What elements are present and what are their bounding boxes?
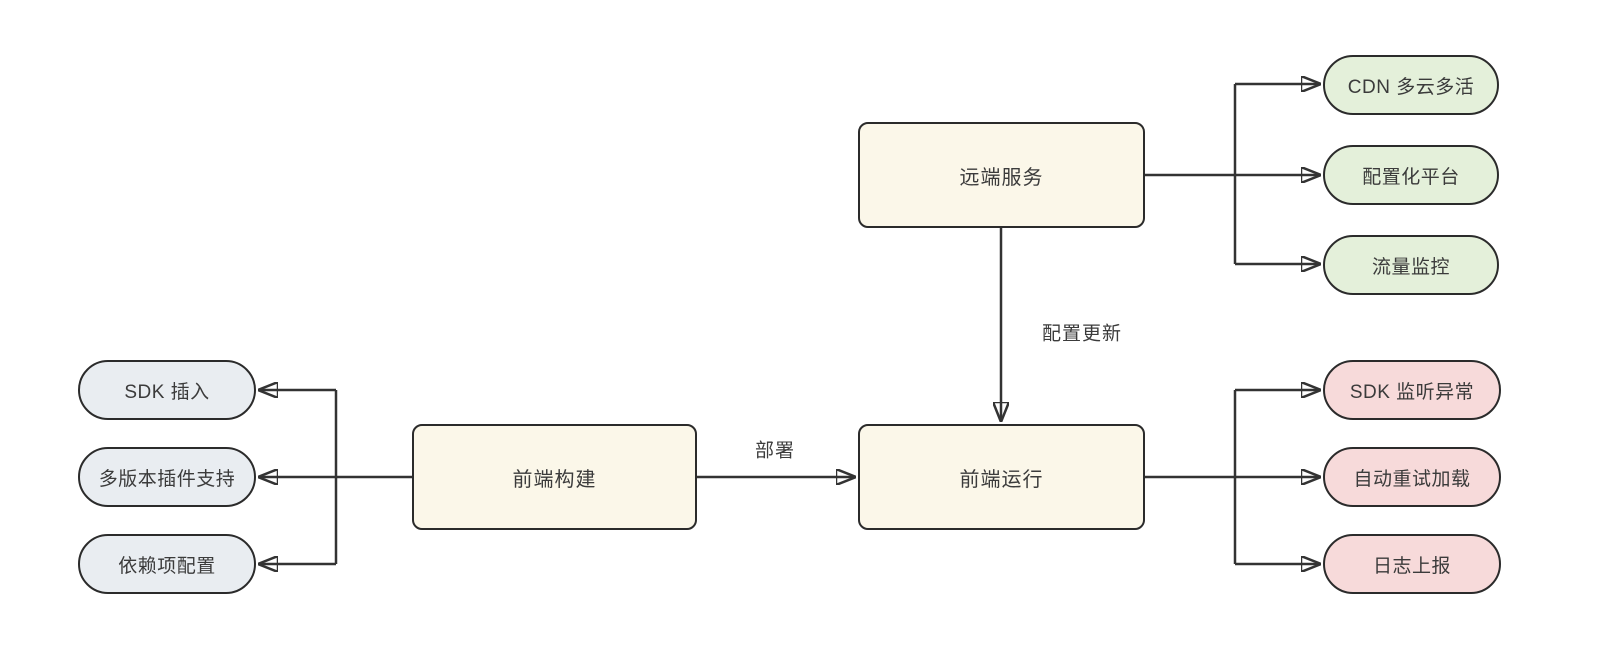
pill-traffic-monitor: 流量监控 xyxy=(1323,235,1499,295)
pill-multi-version-plugin: 多版本插件支持 xyxy=(78,447,256,507)
pill-log-report: 日志上报 xyxy=(1323,534,1501,594)
pill-dependency-config: 依赖项配置 xyxy=(78,534,256,594)
pill-auto-retry-load: 自动重试加载 xyxy=(1323,447,1501,507)
pill-config-platform: 配置化平台 xyxy=(1323,145,1499,205)
node-frontend-build: 前端构建 xyxy=(412,424,697,530)
pill-sdk-exception-listen: SDK 监听异常 xyxy=(1323,360,1501,420)
edge-label-config-update: 配置更新 xyxy=(1037,318,1127,346)
node-frontend-run: 前端运行 xyxy=(858,424,1145,530)
pill-sdk-insert: SDK 插入 xyxy=(78,360,256,420)
node-remote-service: 远端服务 xyxy=(858,122,1145,228)
pill-cdn-multi-cloud: CDN 多云多活 xyxy=(1323,55,1499,115)
edge-label-deploy: 部署 xyxy=(750,435,800,463)
